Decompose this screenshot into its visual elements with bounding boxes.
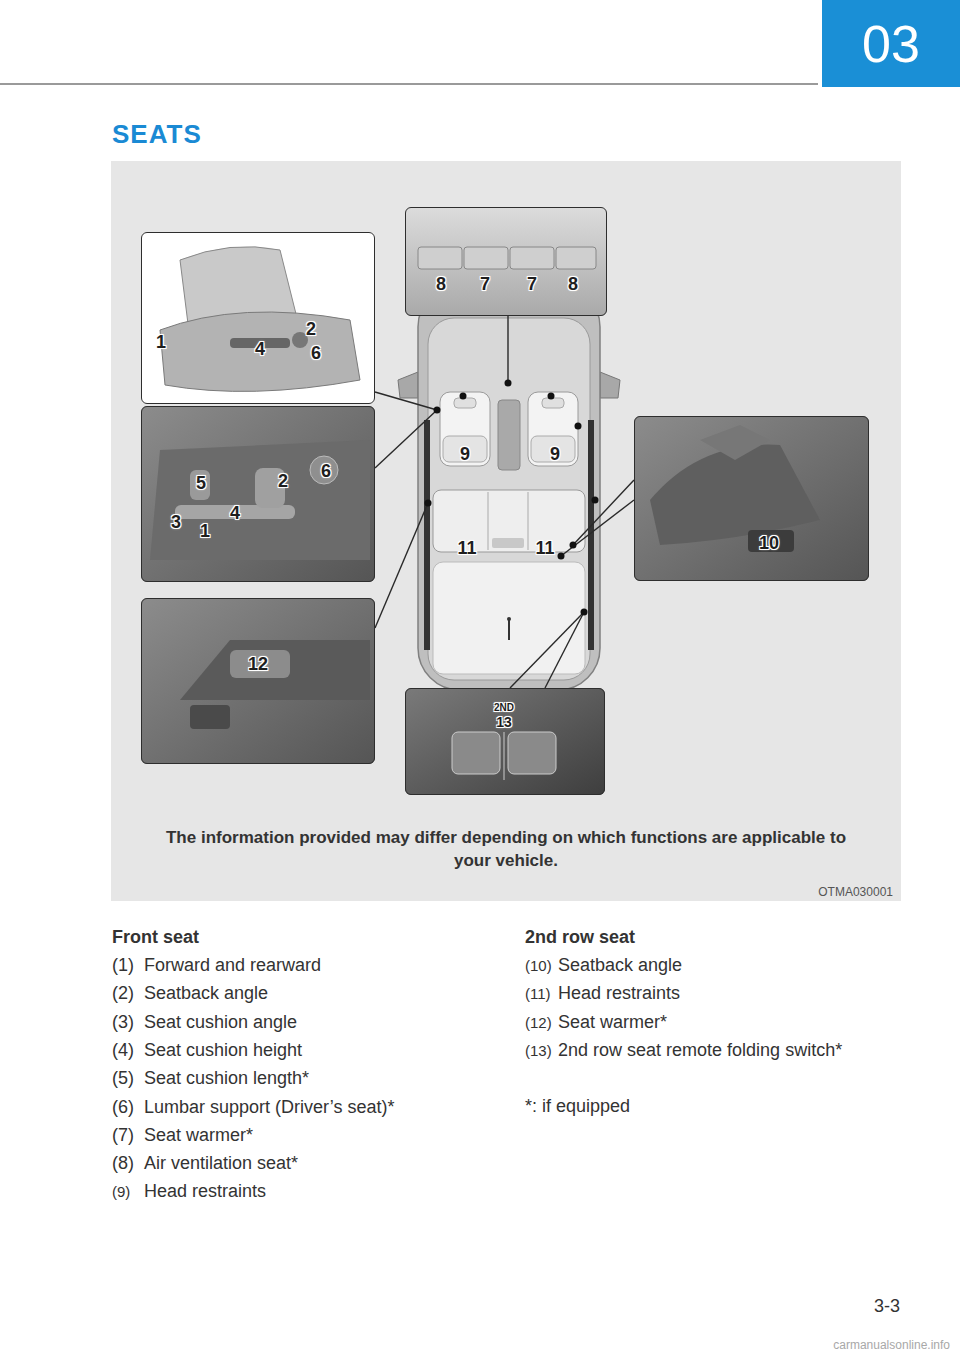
callout-number: 13 xyxy=(496,714,512,730)
inset-folding-switch xyxy=(405,688,605,795)
item-text: Seat cushion height xyxy=(144,1040,302,1061)
item-number: (1) xyxy=(112,955,134,976)
callout-number: 8 xyxy=(436,274,446,295)
callout-number: 1 xyxy=(156,332,166,353)
item-number: (3) xyxy=(112,1012,134,1033)
item-text: Head restraints xyxy=(144,1181,266,1202)
item-number: (8) xyxy=(112,1153,134,1174)
watermark: carmanualsonline.info xyxy=(833,1338,950,1352)
callout-number: 6 xyxy=(311,343,321,364)
item-number: (2) xyxy=(112,983,134,1004)
item-number: (7) xyxy=(112,1125,134,1146)
callout-number: 7 xyxy=(480,274,490,295)
item-number: (5) xyxy=(112,1068,134,1089)
item-number: (9) xyxy=(112,1183,130,1200)
item-text: Seat warmer* xyxy=(144,1125,253,1146)
item-text: Seatback angle xyxy=(144,983,268,1004)
inset-front-seat-photo xyxy=(141,232,375,404)
leader-dots xyxy=(425,380,599,616)
callout-number: 4 xyxy=(255,339,265,360)
item-text: Head restraints xyxy=(558,983,680,1004)
item-number: (13) xyxy=(525,1042,552,1059)
inset-second-row-seat xyxy=(634,416,869,581)
callout-number: 10 xyxy=(759,533,779,554)
callout-number: 7 xyxy=(527,274,537,295)
illustration-panel xyxy=(111,161,901,901)
callout-number: 1 xyxy=(200,521,210,542)
footnote: *: if equipped xyxy=(525,1096,630,1117)
item-text: Seat cushion angle xyxy=(144,1012,297,1033)
callout-number: 12 xyxy=(248,654,268,675)
callout-number: 3 xyxy=(171,512,181,533)
item-text: Forward and rearward xyxy=(144,955,321,976)
chapter-tab: 03 xyxy=(822,0,960,87)
inset-seat-switch-panel xyxy=(141,406,375,582)
switch-label: 2ND xyxy=(494,702,514,713)
item-number: (10) xyxy=(525,957,552,974)
leader-lines xyxy=(375,316,634,688)
callout-number: 11 xyxy=(457,538,476,559)
item-number: (11) xyxy=(525,985,551,1002)
item-text: Air ventilation seat* xyxy=(144,1153,298,1174)
callout-number: 9 xyxy=(460,444,470,465)
callout-number: 4 xyxy=(230,503,240,524)
inset-panel: 10 xyxy=(634,416,869,581)
callout-number: 11 xyxy=(535,538,554,559)
page-number: 3-3 xyxy=(874,1296,900,1317)
inset-panel: 8 7 7 8 xyxy=(405,207,607,316)
header-rule xyxy=(0,83,818,85)
callout-number: 2 xyxy=(278,471,288,492)
chapter-number: 03 xyxy=(862,14,920,74)
item-text: Lumbar support (Driver’s seat)* xyxy=(144,1097,394,1118)
inset-console-buttons xyxy=(405,207,607,316)
inset-panel: 2ND13 xyxy=(405,688,605,795)
page-title: SEATS xyxy=(112,119,202,150)
item-text: 2nd row seat remote folding switch* xyxy=(558,1040,842,1061)
section-heading: Front seat xyxy=(112,927,199,948)
inset-panel: 5 2 6 314 xyxy=(141,406,375,582)
figure-caption: The information provided may differ depe… xyxy=(156,827,856,873)
inset-panel: 1 4 2 6 xyxy=(141,232,375,404)
item-text: Seatback angle xyxy=(558,955,682,976)
car-top-view xyxy=(398,285,620,690)
inset-window-switch xyxy=(141,598,375,764)
item-number: (4) xyxy=(112,1040,134,1061)
callout-number: 9 xyxy=(550,444,560,465)
callout-number: 8 xyxy=(568,274,578,295)
callout-number: 6 xyxy=(321,461,331,482)
inset-panel: 12 xyxy=(141,598,375,764)
item-number: (6) xyxy=(112,1097,134,1118)
section-heading: 2nd row seat xyxy=(525,927,635,948)
callout-number: 2 xyxy=(306,319,316,340)
item-text: Seat warmer* xyxy=(558,1012,667,1033)
item-text: Seat cushion length* xyxy=(144,1068,309,1089)
item-number: (12) xyxy=(525,1014,552,1031)
figure-code: OTMA030001 xyxy=(818,885,893,899)
callout-number: 5 xyxy=(196,473,206,494)
